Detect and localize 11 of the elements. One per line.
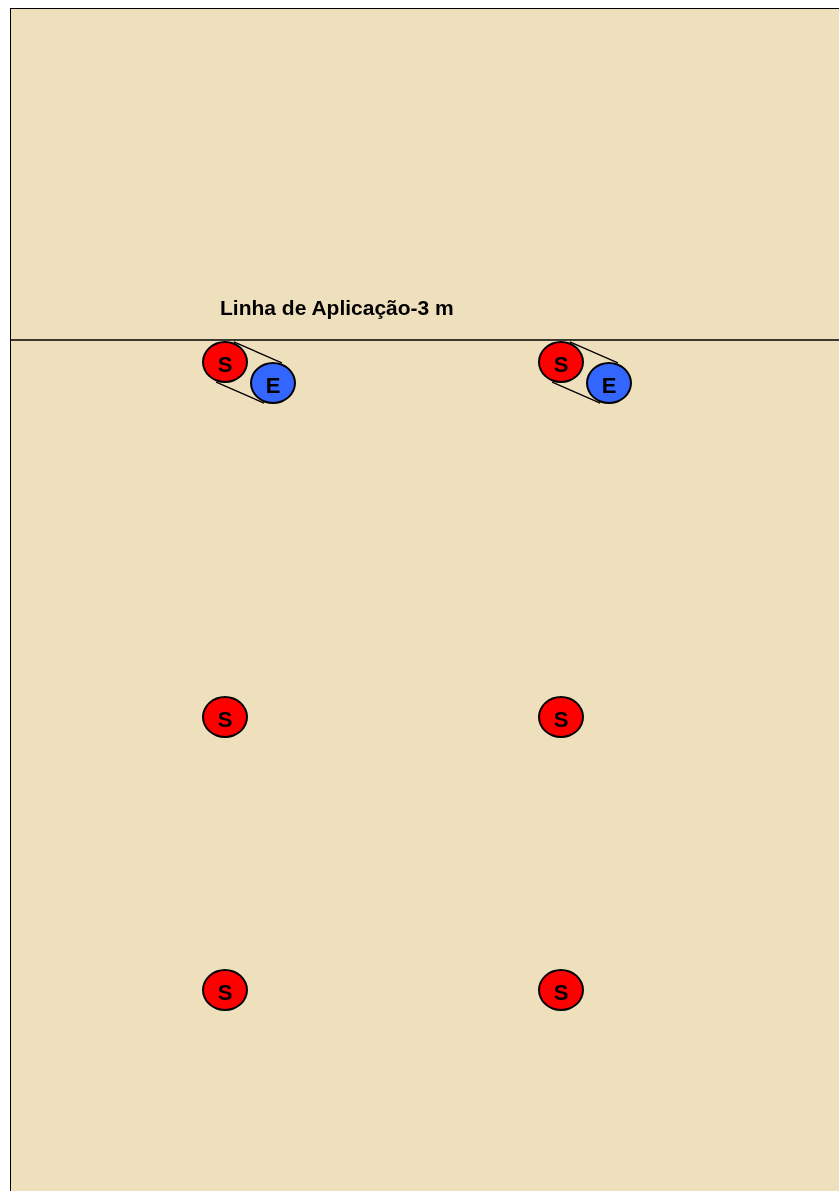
pair-outline xyxy=(215,341,283,404)
player-letter: E xyxy=(265,375,281,397)
player-letter: S xyxy=(217,354,233,376)
player-letter: S xyxy=(553,709,569,731)
player-letter: E xyxy=(601,375,617,397)
line-label: Linha de Aplicação-3 m xyxy=(220,296,454,320)
player-letter: S xyxy=(217,982,233,1004)
player-letter: S xyxy=(553,982,569,1004)
player-letter: S xyxy=(217,709,233,731)
pair-outline xyxy=(551,341,619,404)
player-letter: S xyxy=(553,354,569,376)
